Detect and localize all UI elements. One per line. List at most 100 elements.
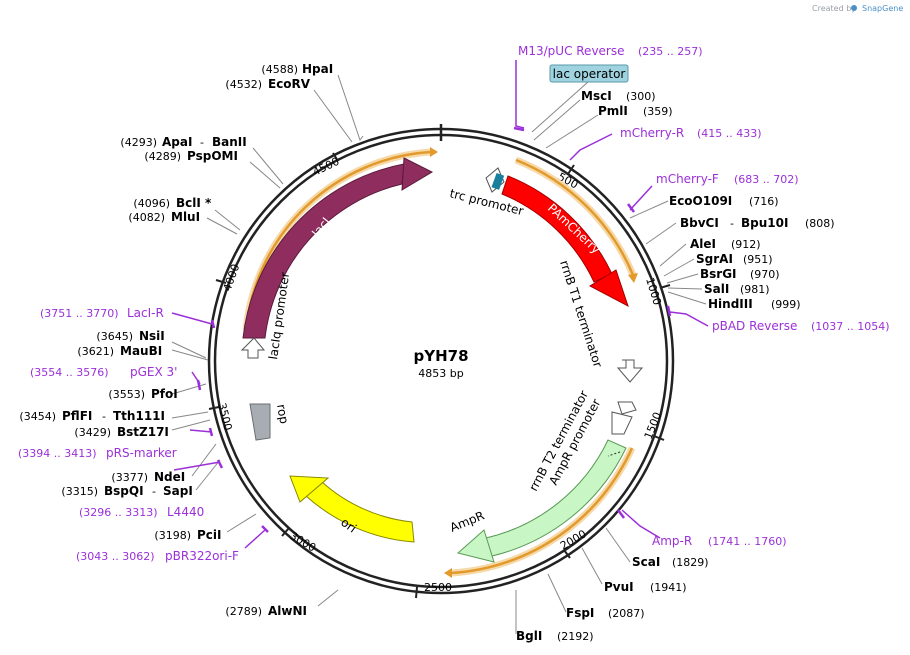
- enzyme-leaders-right: [515, 99, 707, 634]
- site-hindiii-name[interactable]: HindIII: [708, 297, 753, 311]
- site-bcli-pos: (4096): [133, 197, 170, 210]
- site-ecorv-pos: (4532): [225, 78, 262, 91]
- site-bstz17i-name[interactable]: BstZ17I: [117, 425, 169, 439]
- site-apai-name[interactable]: ApaI: [162, 135, 192, 149]
- site-apai-sep: -: [200, 136, 204, 149]
- site-fspi-pos: (2087): [608, 607, 645, 620]
- tick-label-2500: 2500: [424, 581, 452, 594]
- site-msci-pos: (300): [626, 90, 656, 103]
- primer-pgex-name[interactable]: pGEX 3': [130, 365, 177, 379]
- primer-prs-name[interactable]: pRS-marker: [106, 446, 177, 460]
- tick-label-3000: 3000: [288, 529, 319, 554]
- tick-label-1000: 1000: [643, 276, 664, 307]
- site-bcli-name[interactable]: BclI: [176, 196, 201, 210]
- site-bbvci-name[interactable]: BbvCI: [680, 216, 719, 230]
- site-pvui-name[interactable]: PvuI: [604, 580, 634, 594]
- primer-mcherry-r-range: (415 .. 433): [697, 127, 762, 140]
- site-sgrai-pos: (951): [743, 253, 773, 266]
- primer-pbr322-range: (3043 .. 3062): [76, 550, 155, 563]
- site-maubi-pos: (3621): [77, 345, 114, 358]
- site-bgli-name[interactable]: BglI: [516, 629, 542, 643]
- orf-arc-pamcherry: [515, 158, 635, 276]
- site-bbvci-pos: (808): [805, 217, 835, 230]
- primer-mcherry-r-name[interactable]: mCherry-R: [620, 126, 684, 140]
- site-fspi-name[interactable]: FspI: [566, 606, 594, 620]
- site-bgli-pos: (2192): [557, 630, 594, 643]
- site-pmli-name[interactable]: PmlI: [598, 104, 628, 118]
- primer-m13-name[interactable]: M13/pUC Reverse: [518, 44, 625, 58]
- site-sali-name[interactable]: SalI: [704, 282, 729, 296]
- feature-rrnb-t2-icon: [617, 401, 637, 415]
- site-ndei-name[interactable]: NdeI: [154, 470, 185, 484]
- site-bspqi-sep: -: [152, 485, 156, 498]
- site-banii-name[interactable]: BanII: [212, 135, 247, 149]
- site-ecoo109i-name[interactable]: EcoO109I: [669, 194, 732, 208]
- primer-ampr-range: (1741 .. 1760): [708, 535, 787, 548]
- primer-laci-r-range: (3751 .. 3770): [40, 307, 119, 320]
- site-hpai-pos: (4588): [261, 63, 298, 76]
- site-bpu10i-name[interactable]: Bpu10I: [741, 216, 788, 230]
- site-maubi-name[interactable]: MauBI: [120, 344, 162, 358]
- primer-mcherry-f-name[interactable]: mCherry-F: [656, 172, 719, 186]
- site-bstz17i-pos: (3429): [74, 426, 111, 439]
- plasmid-name: pYH78: [413, 347, 468, 365]
- site-pcii-pos: (3198): [154, 529, 191, 542]
- site-bspqi-name[interactable]: BspQI: [104, 484, 144, 498]
- site-sali-pos: (981): [740, 283, 770, 296]
- primer-pbr322-name[interactable]: pBR322ori-F: [165, 549, 239, 563]
- site-tth111i-name[interactable]: Tth111I: [113, 409, 165, 423]
- feature-ori-head-icon: [289, 475, 330, 503]
- site-pfoi-name[interactable]: PfoI: [151, 387, 178, 401]
- feature-lac-operator-box: [491, 173, 505, 190]
- primer-laci-r-name[interactable]: LacI-R: [127, 306, 164, 320]
- credit-brand: SnapGene: [862, 4, 903, 13]
- site-mlui-name[interactable]: MluI: [171, 210, 200, 224]
- feature-rop-body[interactable]: [249, 403, 271, 441]
- orf-arc-laci-head-icon: [430, 147, 438, 157]
- feature-rrnb-t1-icon: [616, 359, 644, 383]
- site-sgrai-name[interactable]: SgrAI: [696, 252, 733, 266]
- site-pflfi-pos: (3454): [19, 410, 56, 423]
- feature-pamcherry-body[interactable]: [501, 175, 613, 283]
- site-apai-pos: (4293): [120, 136, 157, 149]
- site-nsii-name[interactable]: NsiI: [139, 329, 165, 343]
- site-alwni-pos: (2789): [225, 605, 262, 618]
- site-pflfi-name[interactable]: PflFI: [62, 409, 92, 423]
- site-pspomi-name[interactable]: PspOMI: [187, 149, 238, 163]
- primer-l4440-name[interactable]: L4440: [167, 505, 204, 519]
- site-nsii-pos: (3645): [96, 330, 133, 343]
- primer-pbad-range: (1037 .. 1054): [811, 320, 890, 333]
- site-ndei-pos: (3377): [111, 471, 148, 484]
- site-hpai-name[interactable]: HpaI: [302, 62, 333, 76]
- site-alei-pos: (912): [731, 238, 761, 251]
- primer-mcherry-f-range: (683 .. 702): [734, 173, 799, 186]
- lac-operator-label: lac operator: [553, 67, 626, 81]
- site-pfoi-pos: (3553): [108, 388, 145, 401]
- orf-arc-ampr-head-icon: [444, 568, 452, 578]
- major-ticks: [208, 152, 671, 599]
- site-alei-name[interactable]: AleI: [690, 237, 716, 251]
- site-mlui-pos: (4082): [128, 211, 165, 224]
- primer-ampr-name[interactable]: Amp-R: [652, 534, 692, 548]
- primer-pbad-name[interactable]: pBAD Reverse: [712, 319, 797, 333]
- primer-prs-range: (3394 .. 3413): [18, 447, 97, 460]
- site-ecoo109i-pos: (716): [749, 195, 779, 208]
- enzyme-leaders-left: [171, 74, 364, 607]
- site-msci-name[interactable]: MscI: [581, 89, 612, 103]
- site-scai-name[interactable]: ScaI: [632, 555, 660, 569]
- site-bsrgi-name[interactable]: BsrGI: [700, 267, 737, 281]
- site-pspomi-pos: (4289): [144, 150, 181, 163]
- site-scai-pos: (1829): [672, 556, 709, 569]
- site-bbvci-sep: -: [730, 217, 734, 230]
- site-pcii-name[interactable]: PciI: [197, 528, 222, 542]
- site-ecorv-name[interactable]: EcoRV: [268, 77, 311, 91]
- lac-operator-badge[interactable]: [549, 64, 629, 83]
- plasmid-size: 4853 bp: [418, 367, 463, 380]
- feature-ori-body[interactable]: [305, 481, 415, 543]
- site-sapi-name[interactable]: SapI: [163, 484, 193, 498]
- site-pflfi-sep: -: [102, 410, 106, 423]
- site-hindiii-pos: (999): [771, 298, 801, 311]
- feature-laci-head-icon: [401, 157, 434, 191]
- site-alwni-name[interactable]: AlwNI: [268, 604, 307, 618]
